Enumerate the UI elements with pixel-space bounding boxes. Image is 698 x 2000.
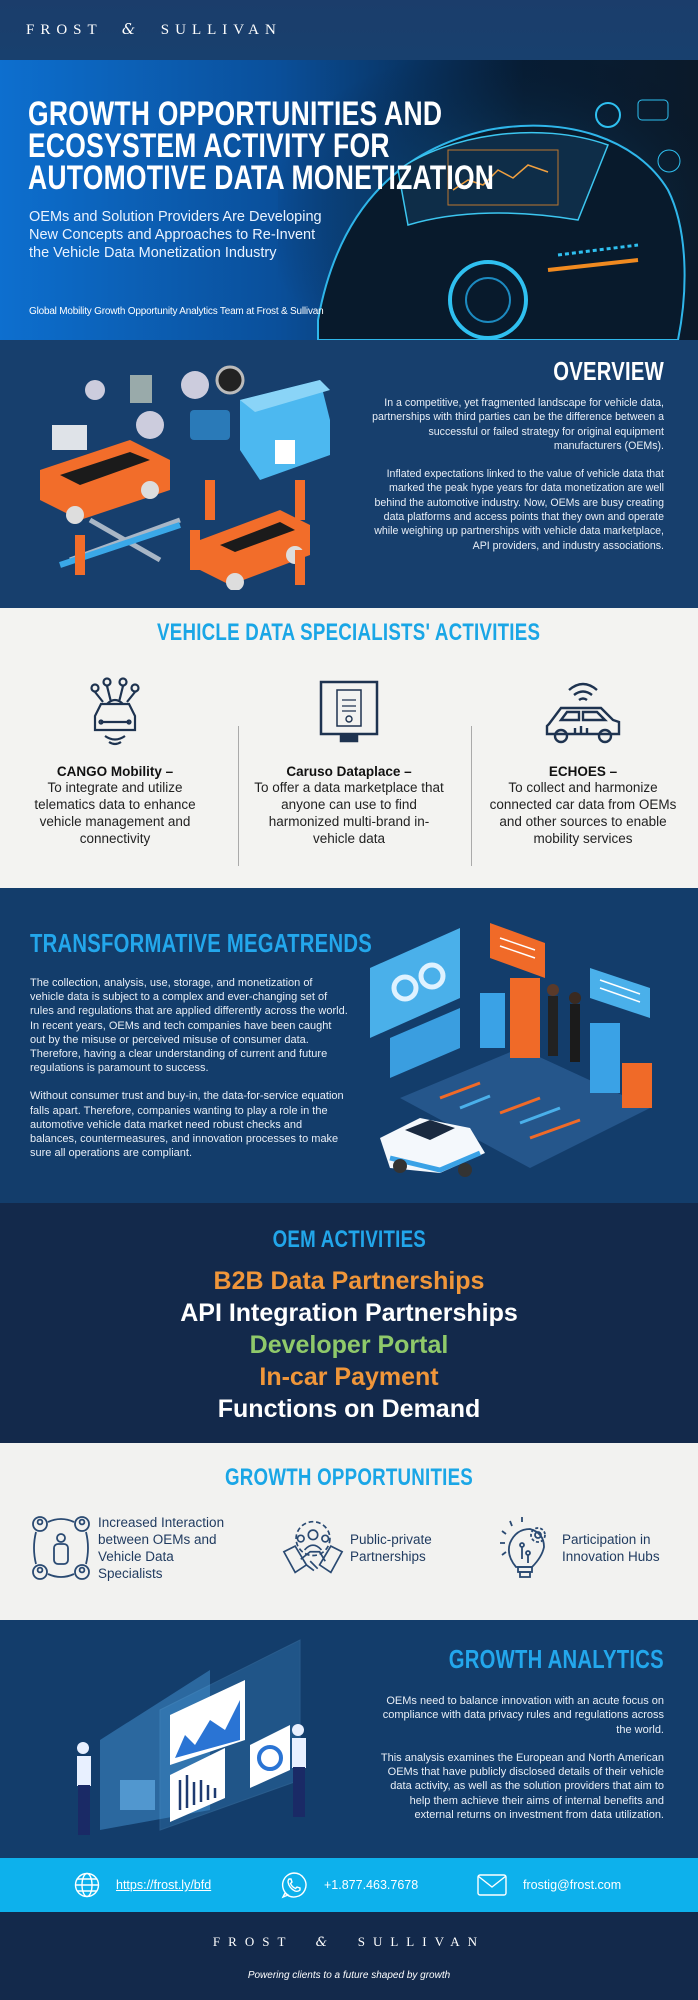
contact-bar: https://frost.ly/bfd +1.877.463.7678 fro… [0, 1858, 698, 1912]
growth-opportunity-item: Public-private Partnerships [282, 1513, 450, 1583]
contact-website: https://frost.ly/bfd [74, 1858, 211, 1912]
hero-subtitle-line-1: OEMs and Solution Providers Are Developi… [29, 209, 322, 225]
frost-sullivan-logo[interactable]: FROST & SULLIVAN [26, 20, 282, 39]
megatrends-title: TRANSFORMATIVE MEGATRENDS [30, 928, 372, 958]
growth-analytics-section: GROWTH ANALYTICS OEMs need to balance in… [0, 1620, 698, 1858]
oem-activities-title-text: OEM ACTIVITIES [272, 1226, 426, 1253]
footer-tagline: Powering clients to a future shaped by g… [247, 1970, 451, 1981]
overview-text: In a competitive, yet fragmented landsca… [359, 396, 664, 553]
specialists-title: VEHICLE DATA SPECIALISTS' ACTIVITIES [0, 618, 698, 647]
megatrends-text: The collection, analysis, use, storage, … [30, 976, 348, 1160]
growth-analytics-paragraph-1: OEMs need to balance innovation with an … [382, 1695, 664, 1736]
logo-word-sullivan: SULLIVAN [357, 1934, 486, 1949]
growth-opportunity-label: Increased Interaction between OEMs and V… [98, 1515, 225, 1581]
overview-section: OVERVIEW In a competitive, yet fragmente… [0, 340, 698, 608]
hero-subtitle-line-2: New Concepts and Approaches to Re-Invent [29, 227, 316, 243]
handshake-gear-icon [282, 1520, 344, 1574]
footer-frost-sullivan-logo[interactable]: FROST & SULLIVAN [0, 1934, 698, 1950]
specialist-name: CANGO Mobility – [56, 764, 174, 779]
hero-credit: Global Mobility Growth Opportunity Analy… [29, 306, 324, 317]
megatrends-paragraph-1: The collection, analysis, use, storage, … [30, 977, 348, 1075]
specialist-description: To integrate and utilize telematics data… [34, 780, 196, 846]
top-header: FROST & SULLIVAN [0, 0, 698, 60]
oem-activity-item: B2B Data Partnerships [213, 1267, 485, 1295]
oem-activity-item: In-car Payment [259, 1363, 439, 1391]
hero-title-line-1: GROWTH OPPORTUNITIES AND [28, 95, 443, 133]
logo-word-sullivan: SULLIVAN [160, 22, 282, 38]
overview-paragraph-2: Inflated expectations linked to the valu… [374, 468, 664, 552]
logo-word-frost: FROST [212, 1934, 294, 1949]
phone-chat-icon [281, 1872, 307, 1899]
specialist-card-echoes: ECHOES – To collect and harmonize connec… [468, 668, 698, 878]
logo-word-frost: FROST [26, 22, 103, 38]
growth-opportunity-label: Participation in Innovation Hubs [562, 1532, 660, 1564]
website-link[interactable]: https://frost.ly/bfd [116, 1878, 212, 1892]
contact-email: frostig@frost.com [477, 1858, 621, 1912]
envelope-icon [477, 1874, 507, 1896]
data-analytics-car-illustration [370, 923, 652, 1177]
globe-icon [74, 1872, 100, 1898]
connected-car-circuit-icon [90, 676, 140, 745]
logo-ampersand: & [121, 20, 142, 38]
lightbulb-gear-icon [500, 1517, 546, 1578]
wifi-car-icon [545, 682, 621, 744]
oem-activities-title: OEM ACTIVITIES [0, 1225, 698, 1254]
growth-opportunity-label: Public-private Partnerships [350, 1532, 432, 1564]
email-address[interactable]: frostig@frost.com [523, 1878, 622, 1892]
overview-title: OVERVIEW [553, 356, 664, 386]
hero-title: GROWTH OPPORTUNITIES AND ECOSYSTEM ACTIV… [28, 95, 626, 197]
contact-phone: +1.877.463.7678 [280, 1858, 418, 1912]
footer: FROST & SULLIVAN Powering clients to a f… [0, 1912, 698, 2000]
growth-opportunity-item: Participation in Innovation Hubs [494, 1513, 672, 1583]
growth-opportunity-item: Increased Interaction between OEMs and V… [30, 1513, 228, 1583]
hero-subtitle: OEMs and Solution Providers Are Developi… [29, 208, 369, 262]
oem-activities-list: B2B Data Partnerships API Integration Pa… [0, 1265, 698, 1425]
phone-number[interactable]: +1.877.463.7678 [324, 1878, 419, 1892]
growth-analytics-paragraph-2: This analysis examines the European and … [380, 1751, 664, 1822]
holographic-car-image [278, 60, 698, 340]
growth-analytics-text: OEMs need to balance innovation with an … [374, 1694, 664, 1822]
oem-activity-item: Functions on Demand [217, 1395, 481, 1423]
megatrends-section: TRANSFORMATIVE MEGATRENDS The collection… [0, 888, 698, 1203]
car-workshop-illustration [40, 365, 330, 590]
specialists-title-text: VEHICLE DATA SPECIALISTS' ACTIVITIES [157, 619, 541, 646]
monitor-document-icon [319, 680, 379, 743]
network-people-icon [32, 1516, 90, 1580]
growth-opportunities-title-text: GROWTH OPPORTUNITIES [224, 1464, 474, 1491]
dashboard-screens-illustration [77, 1639, 306, 1835]
specialist-name: ECHOES – [548, 764, 618, 779]
column-divider [238, 726, 239, 866]
hero-banner: GROWTH OPPORTUNITIES AND ECOSYSTEM ACTIV… [0, 60, 698, 340]
oem-activities-section: OEM ACTIVITIES B2B Data Partnerships API… [0, 1203, 698, 1443]
overview-paragraph-1: In a competitive, yet fragmented landsca… [372, 397, 664, 452]
specialist-name: Caruso Dataplace – [286, 764, 412, 779]
specialist-card-caruso: Caruso Dataplace – To offer a data marke… [234, 668, 464, 878]
growth-opportunities-section: GROWTH OPPORTUNITIES Increased Interacti… [0, 1443, 698, 1620]
hero-title-line-3: AUTOMOTIVE DATA MONETIZATION [28, 159, 495, 197]
hero-subtitle-line-3: the Vehicle Data Monetization Industry [29, 245, 277, 261]
oem-activity-item: Developer Portal [249, 1331, 449, 1359]
growth-opportunities-title: GROWTH OPPORTUNITIES [0, 1463, 698, 1492]
megatrends-paragraph-2: Without consumer trust and buy-in, the d… [30, 1090, 344, 1160]
logo-ampersand: & [315, 1935, 336, 1950]
oem-activity-item: API Integration Partnerships [180, 1299, 518, 1327]
specialist-description: To offer a data marketplace that anyone … [254, 780, 444, 846]
hero-title-line-2: ECOSYSTEM ACTIVITY FOR [28, 127, 390, 165]
specialists-section: VEHICLE DATA SPECIALISTS' ACTIVITIES CAN… [0, 608, 698, 888]
specialist-card-cango: CANGO Mobility – To integrate and utiliz… [0, 668, 230, 878]
specialist-description: To collect and harmonize connected car d… [489, 780, 677, 846]
column-divider [471, 726, 472, 866]
growth-analytics-title: GROWTH ANALYTICS [448, 1644, 664, 1674]
